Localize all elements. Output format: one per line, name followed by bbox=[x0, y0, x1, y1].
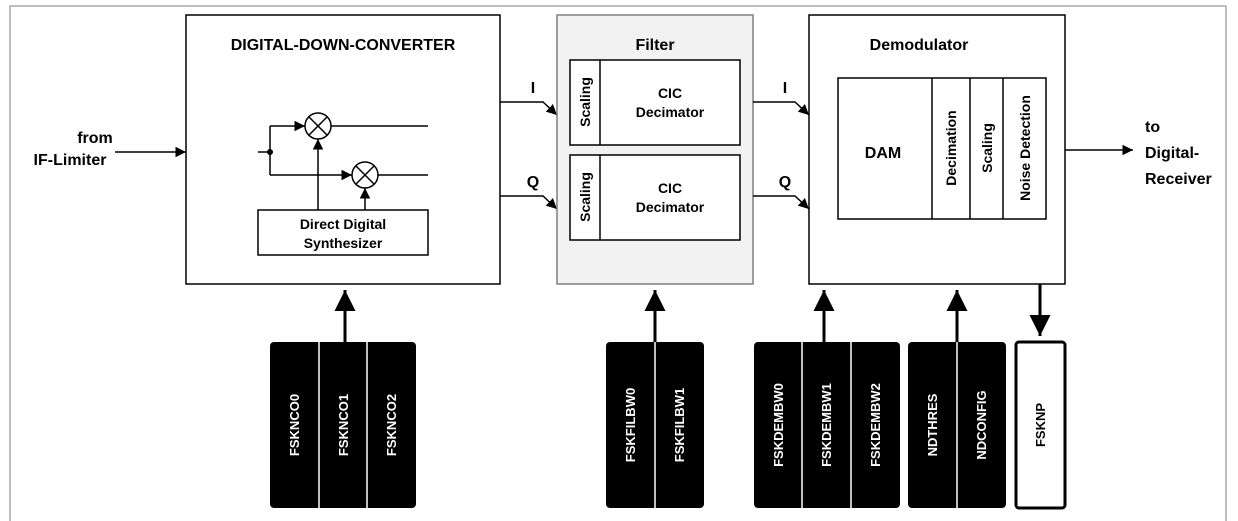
i-path-ddc-filter bbox=[500, 101, 558, 116]
noise-detection-label: Noise Detection bbox=[1017, 95, 1033, 201]
cic-i-block bbox=[569, 59, 741, 146]
register-fsknp: FSKNP bbox=[1033, 403, 1048, 447]
register-fskdembw2: FSKDEMBW2 bbox=[868, 383, 883, 467]
cic-label-i-2: Decimator bbox=[636, 104, 705, 120]
register-group-nco bbox=[270, 342, 416, 508]
dam-label: DAM bbox=[865, 145, 901, 162]
dds-block bbox=[257, 209, 429, 256]
register-fskfilbw1: FSKFILBW1 bbox=[672, 388, 687, 462]
ddc-title: DIGITAL-DOWN-CONVERTER bbox=[231, 37, 456, 54]
register-group-dembw bbox=[754, 342, 900, 508]
outer-frame bbox=[9, 5, 1227, 521]
demod-inner-block bbox=[837, 77, 1047, 220]
if-limiter-label: IF-Limiter bbox=[34, 152, 107, 169]
demod-title: Demodulator bbox=[870, 37, 969, 54]
register-fskdembw0: FSKDEMBW0 bbox=[771, 383, 786, 467]
mixer-icon bbox=[304, 112, 332, 140]
cic-label-q-1: CIC bbox=[658, 180, 682, 196]
q-path-filter-demod bbox=[753, 195, 810, 210]
register-fsknco0: FSKNCO0 bbox=[287, 394, 302, 456]
scaling-label-demod: Scaling bbox=[979, 123, 995, 173]
i-path-filter-demod bbox=[753, 101, 810, 116]
decimation-label: Decimation bbox=[943, 110, 959, 185]
output-label-1: to bbox=[1145, 119, 1160, 136]
register-ndthres: NDTHRES bbox=[925, 393, 940, 456]
q-label-1: Q bbox=[527, 174, 539, 191]
dds-label-2: Synthesizer bbox=[304, 235, 383, 251]
i-label-1: I bbox=[531, 80, 535, 97]
i-label-2: I bbox=[783, 80, 787, 97]
register-fsknco1: FSKNCO1 bbox=[336, 394, 351, 456]
register-fsknp-box bbox=[1014, 340, 1067, 510]
scaling-label-q: Scaling bbox=[577, 172, 593, 222]
cic-q-block bbox=[569, 154, 741, 241]
mixer-icon bbox=[351, 161, 379, 189]
q-path-ddc-filter bbox=[500, 195, 558, 210]
cic-label-q-2: Decimator bbox=[636, 199, 705, 215]
register-fskfilbw0: FSKFILBW0 bbox=[623, 388, 638, 462]
register-fskdembw1: FSKDEMBW1 bbox=[819, 383, 834, 467]
dds-label-1: Direct Digital bbox=[300, 216, 386, 232]
cic-label-i-1: CIC bbox=[658, 85, 682, 101]
mixer-network bbox=[258, 120, 428, 210]
register-fsknco2: FSKNCO2 bbox=[384, 394, 399, 456]
from-label: from bbox=[77, 130, 113, 147]
q-label-2: Q bbox=[779, 174, 791, 191]
output-label-2: Digital- bbox=[1145, 145, 1199, 162]
filter-title: Filter bbox=[635, 37, 674, 54]
junction-dot bbox=[267, 149, 273, 155]
register-ndconfig: NDCONFIG bbox=[974, 390, 989, 459]
filter-block bbox=[556, 14, 754, 285]
output-label-3: Receiver bbox=[1145, 171, 1212, 188]
scaling-label-i: Scaling bbox=[577, 77, 593, 127]
